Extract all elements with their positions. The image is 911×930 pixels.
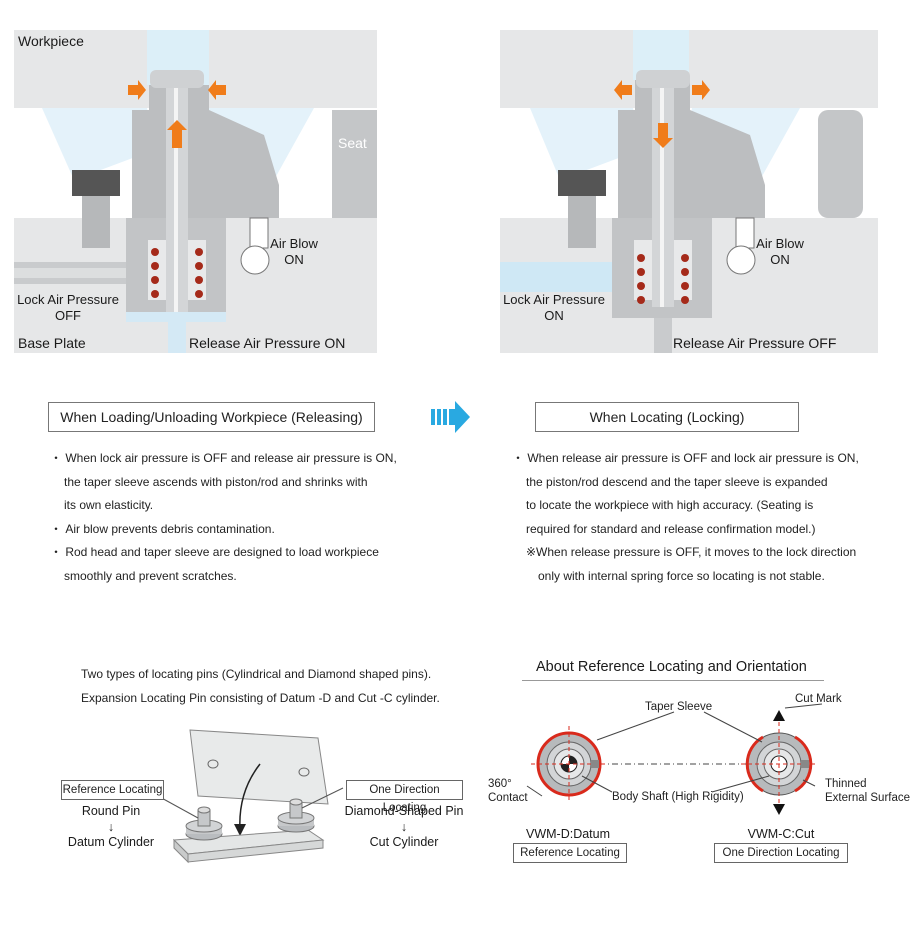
locking-title: When Locating (Locking) — [535, 402, 799, 432]
diamond-pin-label: Diamond-Shaped Pin ↓ Cut Cylinder — [344, 804, 464, 849]
cut-mark-down — [773, 804, 785, 815]
orientation-title: About Reference Locating and Orientation — [536, 659, 807, 675]
round-pin-label: Round Pin ↓ Datum Cylinder — [67, 804, 155, 849]
taper-sleeve-label: Taper Sleeve — [645, 701, 713, 713]
body-shaft-label: Body Shaft (High Rigidity) — [612, 791, 744, 803]
orientation-diagram — [526, 703, 823, 815]
vwm-d-reference-tag: Reference Locating — [513, 843, 627, 863]
vwm-d-label: VWM-D:Datum — [525, 827, 611, 841]
transition-arrow-icon — [431, 401, 470, 433]
orientation-title-underline — [522, 680, 824, 681]
air-blow-label: Air Blow ON — [270, 236, 318, 267]
contact-label: 360° Contact — [488, 778, 528, 804]
seat — [332, 110, 377, 218]
release-air-label: Release Air Pressure ON — [189, 335, 346, 351]
seat-label: Seat — [338, 135, 367, 151]
one-direction-locating-tag: One Direction Locating — [346, 780, 463, 814]
vwm-c-label: VWM-C:Cut — [747, 827, 815, 841]
reference-locating-tag: Reference Locating — [61, 780, 164, 800]
cut-mark-label: Cut Mark — [795, 693, 842, 705]
releasing-section-diagram: Workpiece Seat Air Blow ON Lock Air Pres… — [14, 30, 377, 353]
releasing-title: When Loading/Unloading Workpiece (Releas… — [48, 402, 375, 432]
locking-section-diagram: Air Blow ON Lock Air Pressure ON Release… — [500, 30, 878, 353]
base-plate-label: Base Plate — [18, 335, 86, 351]
thinned-surface-label: Thinned External Surface — [825, 778, 911, 804]
lock-air-label: Lock Air Pressure ON — [503, 292, 605, 323]
air-blow-label: Air Blow ON — [756, 236, 804, 267]
types-intro: Two types of locating pins (Cylindrical … — [81, 667, 440, 705]
vwm-c-direction-tag: One Direction Locating — [714, 843, 848, 863]
lock-air-label: Lock Air Pressure OFF — [17, 292, 119, 323]
pin-assembly-illustration — [157, 729, 344, 864]
workpiece-label: Workpiece — [18, 33, 84, 49]
release-air-label: Release Air Pressure OFF — [673, 335, 837, 351]
cut-mark-up — [773, 710, 785, 721]
locking-notes: ・ When release air pressure is OFF and l… — [512, 451, 859, 583]
releasing-notes: ・ When lock air pressure is OFF and rele… — [50, 451, 397, 583]
